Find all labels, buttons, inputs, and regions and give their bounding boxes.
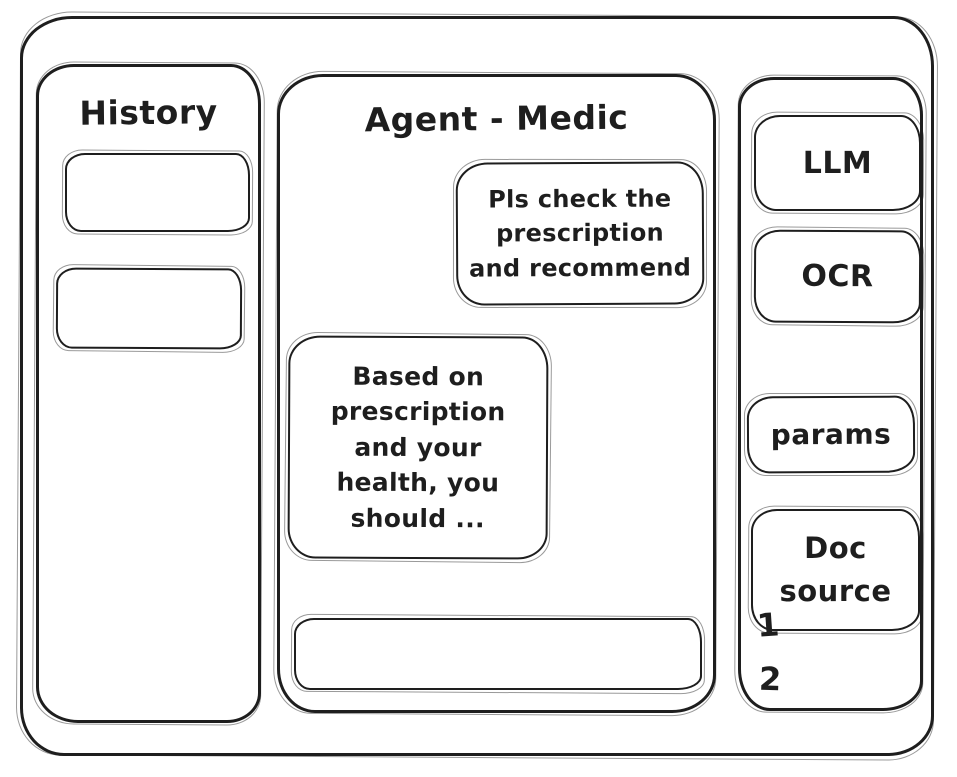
chat-input-box[interactable] (294, 618, 702, 690)
params-button[interactable]: params (746, 395, 916, 474)
user-message-bubble: Pls check the prescription and recommend (455, 161, 705, 306)
llm-button[interactable]: LLM (754, 115, 921, 211)
chat-input[interactable] (296, 620, 700, 688)
chat-title: Agent - Medic (364, 97, 629, 140)
tools-panel: LLM OCR params Doc source 1 2 (738, 77, 923, 711)
user-message-text: Pls check the prescription and recommend (469, 184, 692, 283)
assistant-message-text: Based on prescription and your health, y… (330, 361, 506, 534)
assistant-message-bubble: Based on prescription and your health, y… (287, 335, 549, 560)
doc-source-item-1[interactable]: 1 (755, 605, 781, 645)
ocr-button[interactable]: OCR (753, 229, 922, 324)
doc-source-item-2[interactable]: 2 (758, 659, 782, 699)
history-panel: History (36, 64, 261, 723)
doc-source-button[interactable]: Doc source (751, 509, 920, 631)
history-item-1[interactable] (65, 153, 250, 232)
history-title: History (79, 92, 218, 133)
history-item-2[interactable] (55, 267, 243, 350)
chat-panel: Agent - Medic Pls check the prescription… (277, 74, 716, 713)
